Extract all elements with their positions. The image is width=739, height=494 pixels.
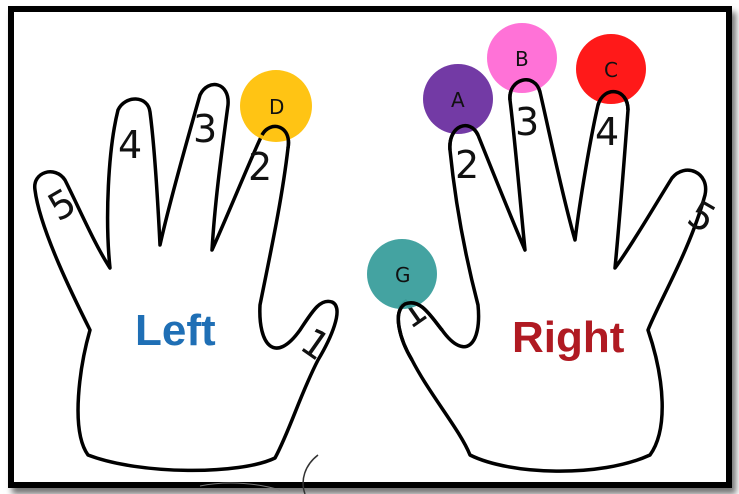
note-dot-b-label: B — [515, 47, 529, 71]
right-finger-2: 2 — [455, 143, 479, 187]
left-hand-outline — [35, 85, 337, 471]
left-hand-label: Left — [135, 306, 216, 355]
right-hand-label: Right — [512, 313, 625, 362]
note-dot-d: D — [240, 70, 312, 142]
note-dot-d-label: D — [269, 95, 284, 119]
note-dot-c-label: C — [604, 58, 618, 82]
left-finger-3: 3 — [193, 107, 217, 151]
left-finger-4: 4 — [118, 123, 142, 167]
note-dot-b: B — [487, 23, 557, 93]
right-finger-4: 4 — [595, 110, 619, 154]
right-hand-outline — [398, 80, 705, 471]
note-dot-g: G — [367, 239, 437, 309]
note-dot-a-label: A — [451, 88, 465, 112]
note-dot-g-label: G — [395, 263, 411, 287]
note-dot-a: A — [423, 64, 493, 134]
right-finger-3: 3 — [515, 100, 539, 144]
stray-mark-2 — [200, 483, 280, 490]
left-finger-2: 2 — [248, 145, 272, 189]
stray-mark — [303, 455, 318, 494]
